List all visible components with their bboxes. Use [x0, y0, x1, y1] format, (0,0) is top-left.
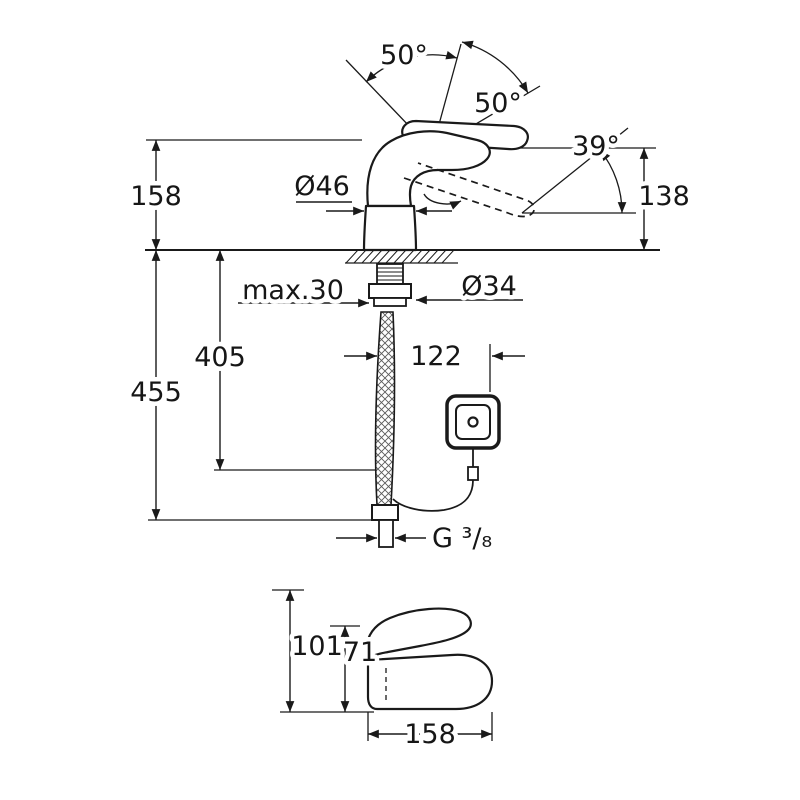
lever-open-position — [403, 162, 536, 218]
mounting-collar — [373, 297, 407, 307]
dim-angle-swing-left: 50° — [380, 40, 428, 71]
dim-overall-depth: 455 — [130, 377, 182, 408]
cord — [392, 479, 474, 512]
dimension-lines — [151, 140, 649, 739]
dim-angle-swing-right: 50° — [474, 88, 522, 119]
faucet-body-spout — [366, 130, 491, 208]
dim-height-spout-top: 158 — [130, 181, 182, 212]
dim-angle-lever: 39° — [572, 131, 620, 162]
dim-deck-thickness: max.30 — [242, 275, 344, 306]
handle-body-profile — [366, 653, 494, 711]
dim-handle-height-total: 101 — [291, 631, 343, 662]
control-unit — [392, 394, 501, 512]
supply-hose — [374, 311, 396, 506]
dim-thread-size: G ³/₈ — [432, 523, 492, 554]
dim-shank-diameter: Ø34 — [461, 271, 517, 302]
mounting-shank — [376, 263, 404, 285]
dim-handle-length: 158 — [404, 719, 456, 750]
dim-handle-height-lever: 71 — [343, 637, 377, 668]
handle-lever-profile — [365, 607, 472, 662]
control-button — [467, 416, 479, 428]
cord-plug — [467, 466, 479, 481]
handle-detail-view — [365, 607, 494, 711]
mounting-nut — [368, 283, 412, 299]
dim-control-offset: 122 — [410, 341, 462, 372]
thread-tube — [378, 519, 394, 548]
hose-fitting — [371, 504, 399, 521]
faucet-side-view — [362, 119, 529, 548]
dim-hose-length: 405 — [194, 342, 246, 373]
faucet-base — [362, 204, 418, 252]
dim-height-outlet: 138 — [638, 181, 690, 212]
counter-hatching — [345, 249, 455, 264]
dimension-labels: 50° 50° 39° 158 138 Ø46 max.30 Ø34 405 4… — [126, 36, 695, 755]
dim-base-diameter: Ø46 — [294, 171, 350, 202]
